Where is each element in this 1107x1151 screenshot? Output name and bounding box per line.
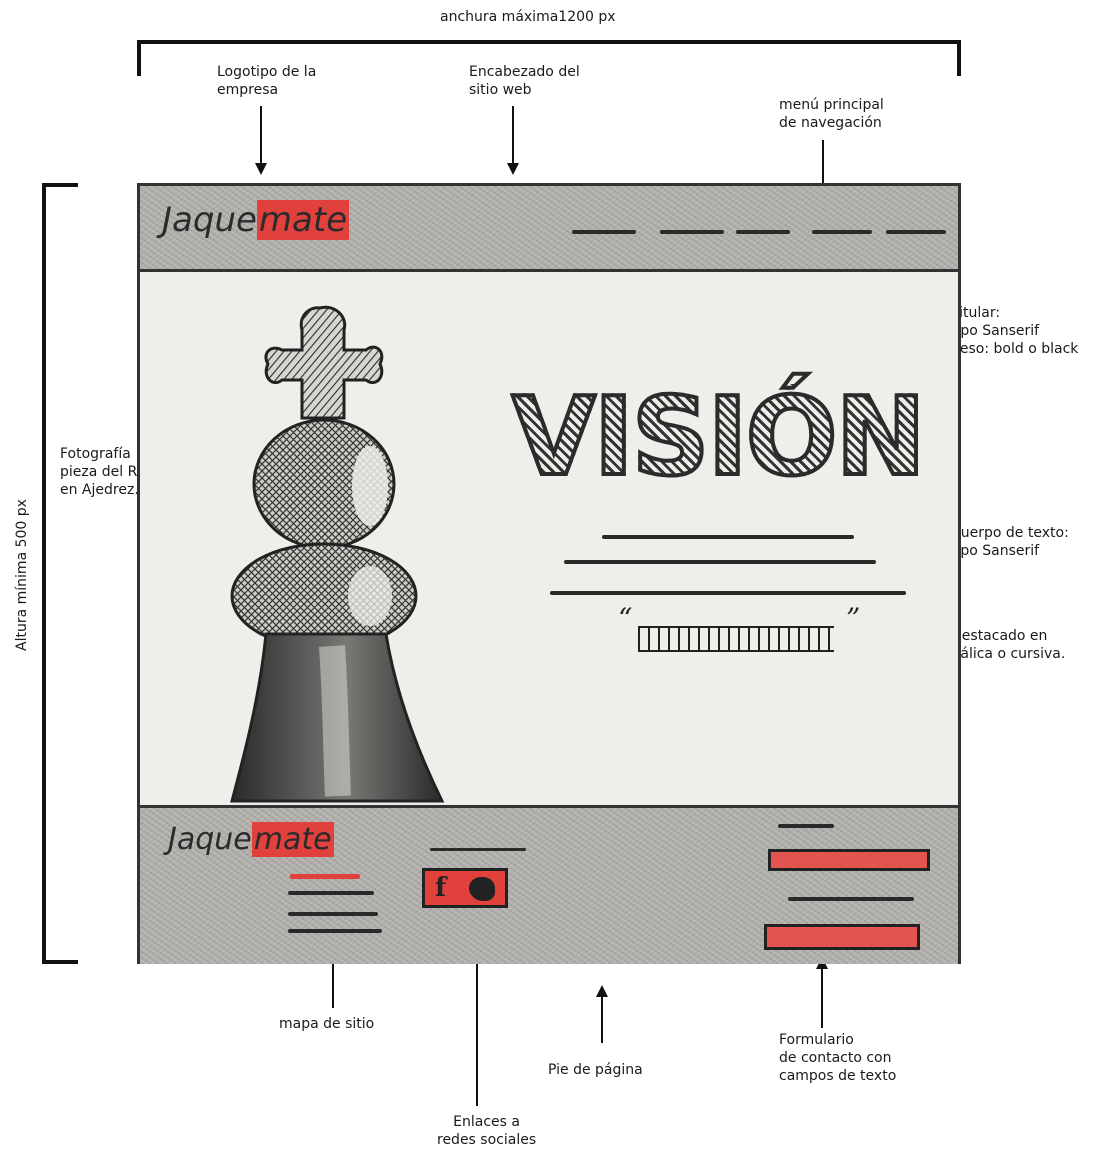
contact-field-2[interactable] bbox=[764, 924, 920, 950]
headline-vision: VISIÓN bbox=[512, 384, 924, 492]
titular-annotation: Titular: tipo Sanserif peso: bold o blac… bbox=[951, 304, 1078, 358]
form-label-2 bbox=[788, 897, 914, 901]
social-title-line bbox=[430, 848, 526, 851]
body-line-3 bbox=[550, 591, 906, 595]
quote-open: “ bbox=[618, 602, 632, 635]
form-annotation: Formulario de contacto con campos de tex… bbox=[779, 1031, 896, 1085]
nav-annotation: menú principal de navegación bbox=[779, 96, 884, 132]
body-text-annotation: Cuerpo de texto: tipo Sanserif bbox=[951, 524, 1069, 560]
height-bracket bbox=[42, 183, 78, 964]
footer-logo: Jaquemate bbox=[168, 822, 334, 857]
logo-arrow-tip bbox=[255, 163, 267, 175]
logo-mate: mate bbox=[257, 200, 349, 240]
min-height-label: Altura mínima 500 px bbox=[13, 495, 31, 655]
nav-item-5[interactable] bbox=[886, 230, 946, 234]
quote-close: ” bbox=[846, 602, 860, 635]
logo-jaque: Jaque bbox=[162, 200, 257, 240]
form-arrow bbox=[821, 968, 823, 1028]
contact-field-1[interactable] bbox=[768, 849, 930, 871]
form-label-1 bbox=[778, 824, 834, 828]
max-width-label: anchura máxima1200 px bbox=[440, 8, 616, 26]
footer-annotation: Pie de página bbox=[548, 1061, 643, 1079]
nav-item-4[interactable] bbox=[812, 230, 872, 234]
king-cross bbox=[266, 307, 382, 418]
twitter-bird-icon[interactable] bbox=[469, 877, 495, 901]
sitemap-link-2[interactable] bbox=[288, 891, 374, 895]
logo-annotation: Logotipo de la empresa bbox=[217, 63, 316, 99]
sketch-header: Jaquemate bbox=[140, 186, 958, 272]
sitemap-link-3[interactable] bbox=[288, 912, 378, 916]
body-line-2 bbox=[564, 560, 876, 564]
nav-item-3[interactable] bbox=[736, 230, 790, 234]
social-links: f bbox=[422, 868, 508, 908]
sitemap-link-1[interactable] bbox=[290, 874, 360, 879]
header-annotation: Encabezado del sitio web bbox=[469, 63, 580, 99]
king-piece-sketch bbox=[220, 296, 460, 806]
nav-item-1[interactable] bbox=[572, 230, 636, 234]
footer-arrow bbox=[601, 996, 603, 1043]
social-annotation: Enlaces a redes sociales bbox=[437, 1113, 536, 1149]
footer-logo-jaque: Jaque bbox=[168, 822, 252, 857]
footer-logo-mate: mate bbox=[252, 822, 334, 857]
header-logo: Jaquemate bbox=[162, 200, 349, 240]
header-arrow bbox=[512, 106, 514, 164]
nav-item-2[interactable] bbox=[660, 230, 724, 234]
sketch-footer: Jaquemate f bbox=[140, 805, 958, 964]
highlight-annotation: Destacado en itálica o cursiva. bbox=[951, 627, 1065, 663]
sitemap-annotation: mapa de sitio bbox=[279, 1015, 374, 1033]
quote-scribble bbox=[638, 626, 834, 652]
sitemap-link-4[interactable] bbox=[288, 929, 382, 933]
sketch-frame: Jaquemate bbox=[137, 183, 961, 964]
facebook-icon[interactable]: f bbox=[435, 873, 446, 903]
logo-arrow bbox=[260, 106, 262, 164]
header-arrow-tip bbox=[507, 163, 519, 175]
body-line-1 bbox=[602, 535, 854, 539]
